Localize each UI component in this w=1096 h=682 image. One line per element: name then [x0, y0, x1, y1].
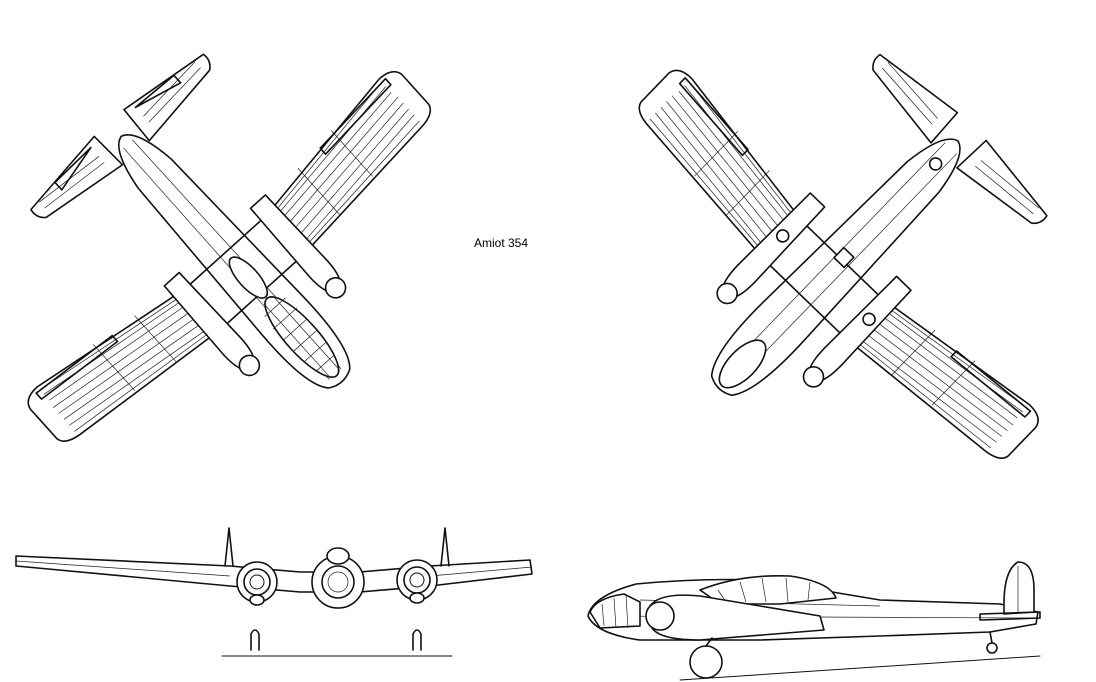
- front-view: [15, 527, 533, 657]
- top-view-upper-surface: [27, 53, 432, 442]
- side-view: [587, 561, 1041, 681]
- drawing-caption: Amiot 354: [474, 236, 529, 250]
- bottom-view-lower-surface: [638, 53, 1048, 459]
